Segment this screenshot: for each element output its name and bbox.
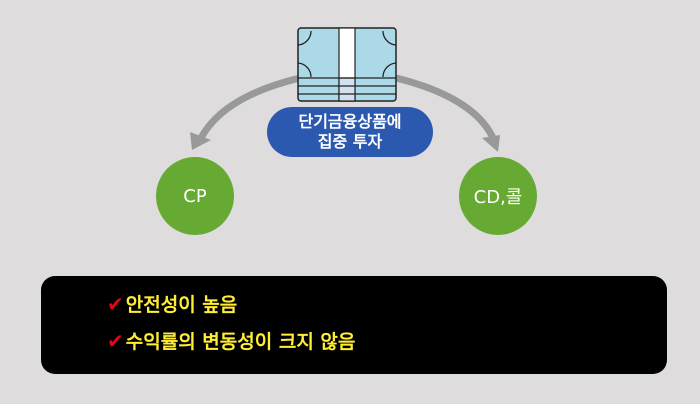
feature-item: ✔ 안전성이 높음 (107, 290, 237, 317)
arrow-right-head (482, 135, 500, 152)
arrow-right (395, 74, 497, 140)
center-label-line2: 집중 투자 (317, 132, 383, 151)
features-panel: ✔ 안전성이 높음 ✔ 수익률의 변동성이 크지 않음 (41, 276, 667, 374)
feature-item: ✔ 수익률의 변동성이 크지 않음 (107, 327, 355, 354)
feature-text: 수익률의 변동성이 크지 않음 (125, 331, 356, 353)
feature-text: 안전성이 높음 (125, 294, 238, 316)
center-label-line1: 단기금융상품에 (298, 112, 402, 131)
center-label: 단기금융상품에 집중 투자 (267, 107, 433, 157)
arrow-left-head (190, 132, 211, 150)
node-cd-call-label: CD,콜 (473, 187, 523, 208)
checkmark-icon: ✔ (107, 328, 124, 353)
money-bundle-icon (297, 27, 397, 102)
node-cd-call: CD,콜 (459, 157, 537, 235)
arrow-left (196, 74, 301, 142)
node-cp-label: CP (183, 185, 207, 207)
checkmark-icon: ✔ (107, 291, 124, 316)
node-cp: CP (156, 157, 234, 235)
